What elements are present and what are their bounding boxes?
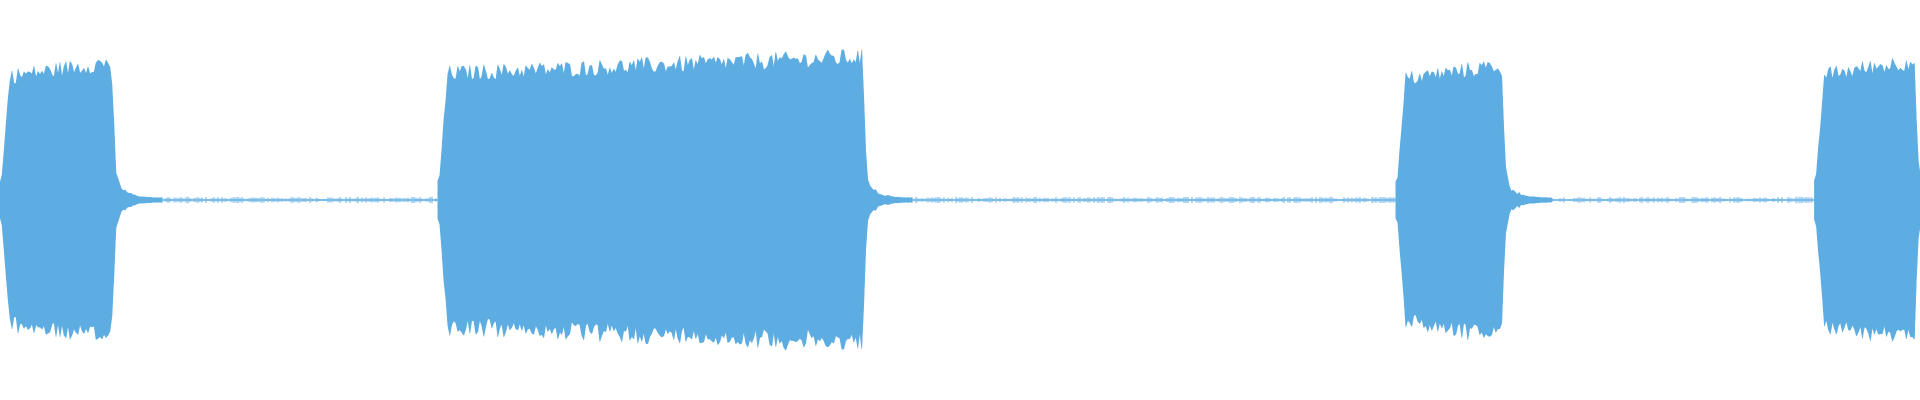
waveform-sound-region-3[interactable] (1395, 61, 1552, 341)
waveform-sound-region-1[interactable] (0, 59, 162, 341)
waveform-sound-region-4[interactable] (1814, 57, 1920, 343)
waveform-sound-region-2[interactable] (437, 49, 913, 351)
waveform-sound-regions (0, 49, 1920, 351)
